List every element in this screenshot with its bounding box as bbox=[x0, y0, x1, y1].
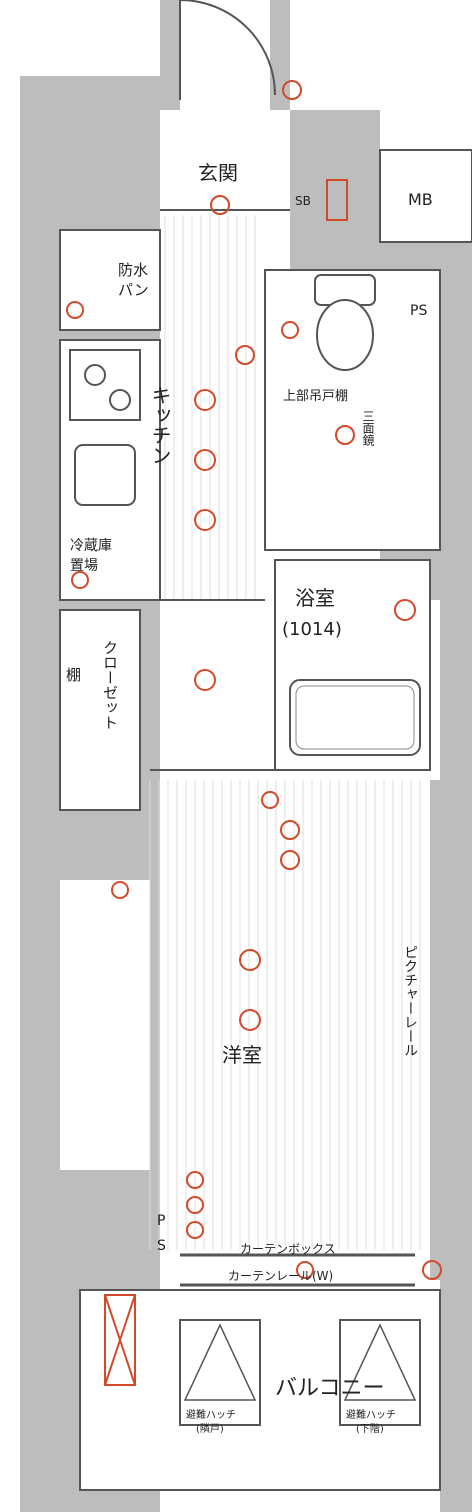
mb-box bbox=[379, 149, 472, 243]
genkan-area bbox=[160, 110, 290, 200]
label-hinan-1: 避難ハッチ bbox=[186, 1408, 236, 1421]
sb-panel bbox=[326, 179, 348, 221]
closet-area bbox=[59, 609, 141, 811]
label-curtain-box: カーテンボックス bbox=[240, 1242, 336, 1256]
flooring-stripes bbox=[149, 215, 421, 1250]
label-hinan-1-sub: (隣戸) bbox=[196, 1422, 224, 1435]
label-reizouko-1: 冷蔵庫 bbox=[70, 537, 112, 554]
label-sanmenkyou: 三面鏡 bbox=[361, 410, 375, 447]
youshitsu-left-strip bbox=[60, 880, 150, 1170]
label-mb: MB bbox=[408, 190, 433, 209]
label-ps-top: PS bbox=[410, 303, 427, 319]
bousui-area bbox=[59, 229, 161, 331]
label-genkan: 玄関 bbox=[198, 161, 238, 185]
label-hinan-2-sub: (下階) bbox=[356, 1423, 384, 1435]
balcony-unit bbox=[104, 1294, 136, 1386]
hatch-2 bbox=[339, 1319, 421, 1426]
label-hinan-2: 避難ハッチ bbox=[346, 1408, 396, 1421]
equipment-symbols bbox=[66, 80, 442, 1386]
hatch-1 bbox=[179, 1319, 261, 1426]
label-bousui-1: 防水 bbox=[118, 261, 148, 279]
label-picture-rail: ピクチャーレール bbox=[402, 945, 418, 1057]
upper-right-wall bbox=[290, 110, 380, 270]
label-tana: 棚 bbox=[66, 666, 81, 684]
label-jyoubu: 上部吊戸棚 bbox=[283, 389, 348, 404]
sink bbox=[74, 444, 136, 506]
label-balcony: バルコニー bbox=[275, 1376, 385, 1401]
stove bbox=[69, 349, 141, 421]
label-kitchen: キッチン bbox=[148, 385, 172, 465]
label-sb: SB bbox=[295, 194, 311, 208]
label-ps-s: S bbox=[157, 1238, 166, 1254]
label-youshitsu: 洋室 bbox=[222, 1043, 262, 1067]
bathtub bbox=[289, 679, 421, 756]
right-wall-lower bbox=[430, 780, 472, 1280]
label-bousui-2: パン bbox=[118, 281, 149, 299]
label-yokushitsu: 浴室 bbox=[295, 586, 335, 610]
label-curtain-rail: カーテンレール(W) bbox=[228, 1269, 333, 1283]
label-reizouko-2: 置場 bbox=[70, 558, 98, 574]
entry-wall-right bbox=[270, 0, 290, 110]
label-ps-p: P bbox=[157, 1213, 165, 1229]
label-yokushitsu-size: (1014) bbox=[282, 619, 342, 640]
entrance-door bbox=[179, 0, 276, 100]
label-closet: クローゼット bbox=[101, 640, 119, 730]
toilet-bowl bbox=[316, 299, 374, 371]
entry-wall bbox=[160, 0, 180, 110]
